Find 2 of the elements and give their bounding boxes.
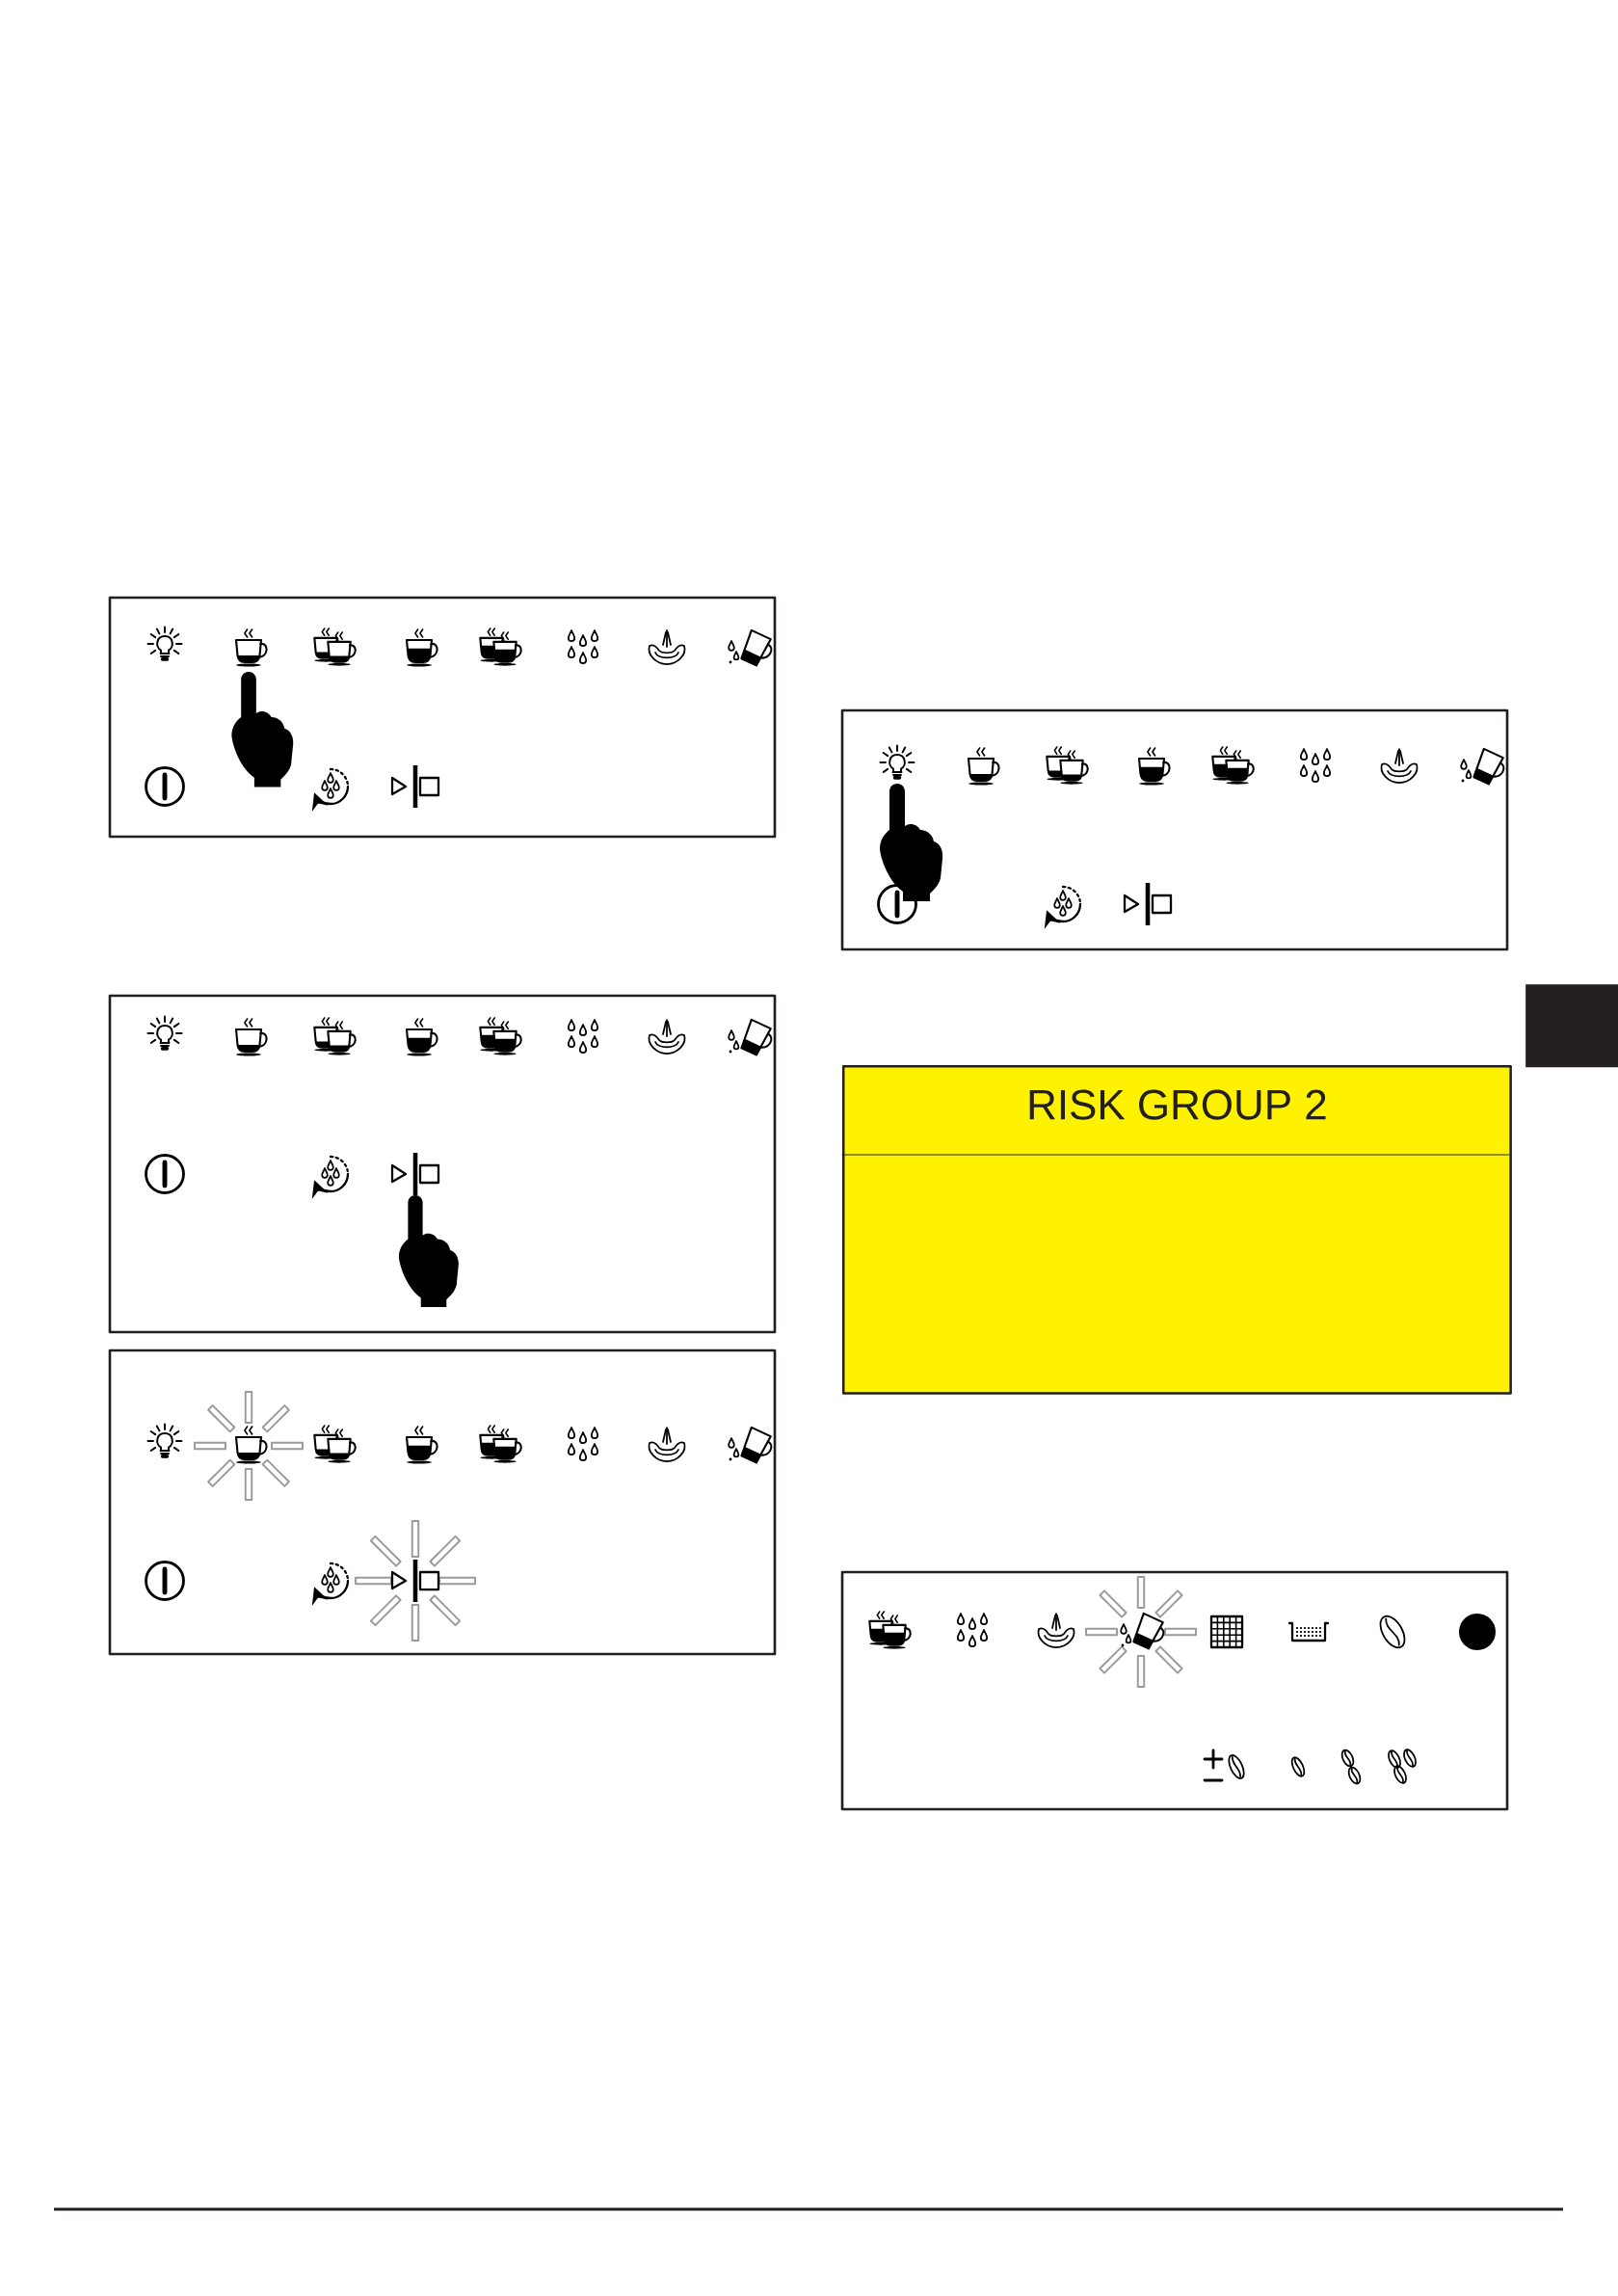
section-tab (1525, 984, 1618, 1068)
warning-box: RISK GROUP 2 (841, 1065, 1512, 1395)
